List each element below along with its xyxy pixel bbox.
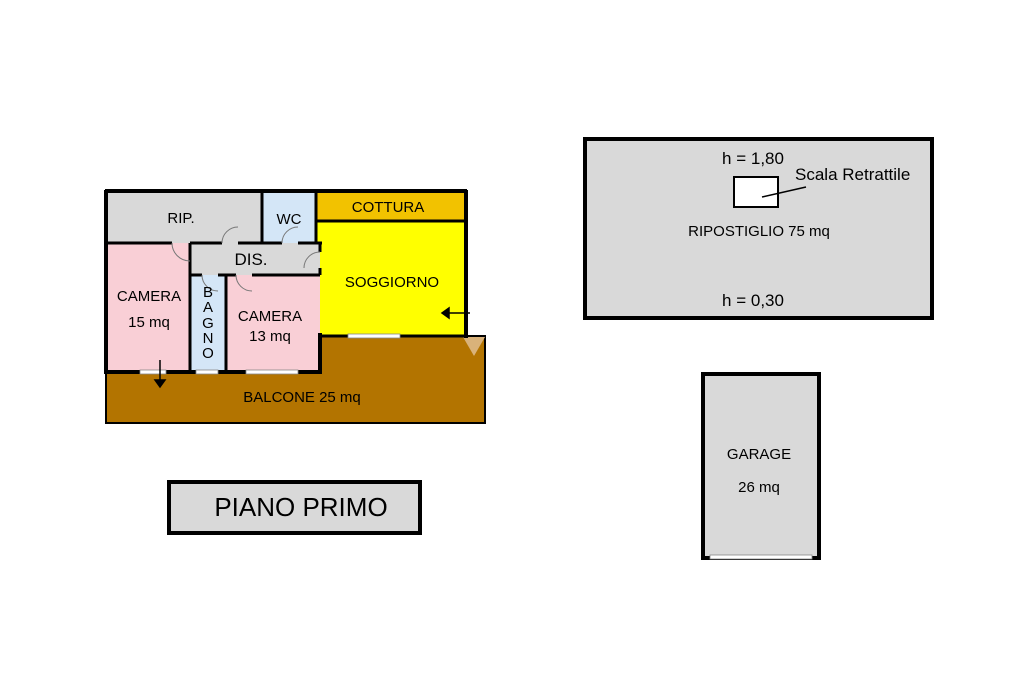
- svg-text:O: O: [202, 345, 214, 362]
- floor-title: PIANO PRIMO: [214, 492, 387, 522]
- room-bagno: [190, 275, 226, 372]
- bagno-label: B A G N O: [202, 284, 214, 362]
- interior-walls: [106, 191, 466, 372]
- room-soggiorno: [316, 221, 466, 336]
- windows: [139, 333, 401, 375]
- room-cottura: [316, 191, 466, 221]
- soggiorno-label: SOGGIORNO: [345, 274, 439, 291]
- room-wc: [262, 191, 316, 243]
- rip-label: RIP.: [167, 210, 194, 227]
- arrow-icon: [153, 306, 470, 389]
- garage-area: [701, 372, 821, 560]
- svg-text:G: G: [202, 315, 214, 332]
- dis-label: DIS.: [234, 250, 267, 269]
- garage-door: [709, 554, 813, 560]
- camera-15-area: 15 mq: [128, 314, 170, 331]
- cottura-label: COTTURA: [352, 199, 425, 216]
- ripostiglio-area: [583, 137, 934, 320]
- svg-text:A: A: [203, 299, 213, 316]
- room-rip: [106, 191, 262, 243]
- wc-label: WC: [277, 211, 302, 228]
- scala-leader-line: [761, 186, 807, 198]
- garage-area-label: 26 mq: [738, 479, 780, 496]
- ripostiglio-label: RIPOSTIGLIO 75 mq: [688, 223, 830, 240]
- scala-hatch: [733, 176, 779, 208]
- balcone-corner-marker: [463, 337, 485, 356]
- room-dis: [190, 243, 320, 275]
- room-camera-15: [106, 243, 190, 372]
- camera-13-name: CAMERA: [238, 308, 302, 325]
- scala-label: Scala Retrattile: [795, 165, 910, 184]
- door-swings: [171, 226, 321, 292]
- h-top-label: h = 1,80: [722, 149, 784, 168]
- svg-text:B: B: [203, 284, 213, 301]
- balcone-label: BALCONE 25 mq: [243, 389, 361, 406]
- garage-name: GARAGE: [727, 446, 791, 463]
- room-camera-13: [226, 275, 320, 372]
- h-bottom-label: h = 0,30: [722, 291, 784, 310]
- camera-15-name: CAMERA: [117, 288, 181, 305]
- camera-13-area: 13 mq: [249, 328, 291, 345]
- floor-title-box: [167, 480, 422, 535]
- svg-text:N: N: [203, 330, 214, 347]
